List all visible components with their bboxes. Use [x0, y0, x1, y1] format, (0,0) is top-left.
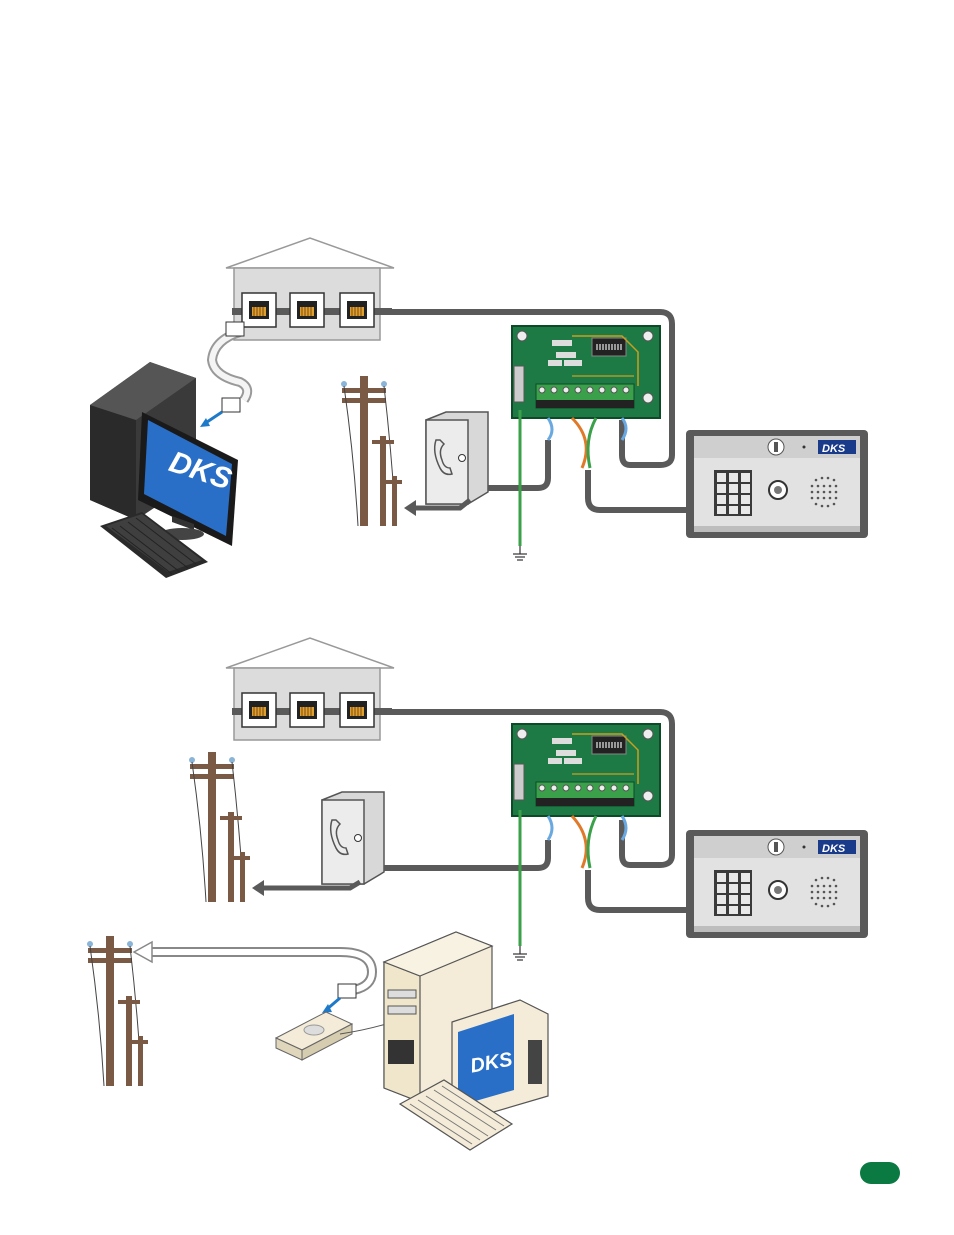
phone-jack-b3	[340, 693, 374, 727]
phone-jack-b1	[242, 693, 276, 727]
page-badge	[860, 1162, 900, 1184]
interface-board-top	[512, 326, 660, 418]
desktop-computer: DKS	[384, 932, 548, 1116]
line-arrow-bottom	[252, 880, 264, 896]
entry-logo-bottom: DKS	[822, 843, 846, 855]
telco-cable-top	[488, 440, 548, 488]
bottom-diagram: DKS DKS	[87, 638, 868, 1150]
house-phone-jacks-bottom	[226, 638, 394, 740]
line-arrow-top	[404, 500, 416, 516]
entry-logo-top: DKS	[822, 443, 846, 455]
phone-jack-1	[242, 293, 276, 327]
modem-plug	[338, 984, 356, 998]
earth-ground-bottom	[513, 946, 527, 960]
entry-cable-top	[588, 470, 686, 510]
rj11-plug-top	[226, 322, 244, 336]
rj11-plug-bottom	[222, 398, 240, 412]
telephone-pole-bottom	[189, 752, 250, 902]
phone-jack-2	[290, 293, 324, 327]
remote-telephone-pole	[87, 936, 148, 1086]
top-diagram: DKS DKS	[90, 238, 868, 578]
entry-cable-bottom	[588, 870, 686, 910]
telephone-box-bottom	[322, 792, 384, 884]
telephone-pole-top	[341, 376, 402, 526]
phone-jack-3	[340, 293, 374, 327]
interface-board-bottom	[512, 724, 660, 816]
phone-jack-b2	[290, 693, 324, 727]
modem	[276, 1012, 386, 1060]
telephone-box-top	[426, 412, 488, 504]
earth-ground-top	[513, 546, 527, 560]
house-phone-jacks	[226, 238, 394, 340]
computer: DKS	[90, 362, 238, 546]
telco-cable-bottom	[384, 840, 548, 868]
